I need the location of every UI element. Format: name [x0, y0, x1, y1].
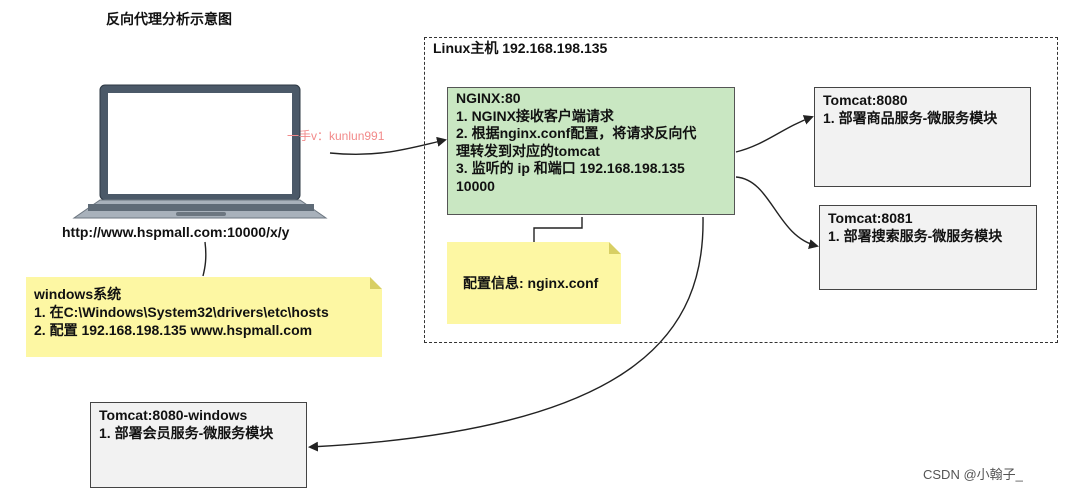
csdn-watermark: CSDN @小翰子_ [923, 467, 1023, 482]
watermark-text: 一手v：kunlun991 [287, 129, 385, 143]
tomcat-8081-box: Tomcat:8081 1. 部署搜索服务-微服务模块 [819, 205, 1037, 290]
tomcat-windows-line: 1. 部署会员服务-微服务模块 [99, 425, 274, 441]
tomcat-8080-line: 1. 部署商品服务-微服务模块 [823, 110, 998, 126]
nginx-header: NGINX:80 [456, 90, 521, 106]
linux-host-label: Linux主机 192.168.198.135 [433, 40, 608, 56]
tomcat-8080-header: Tomcat:8080 [823, 92, 908, 108]
nginx-line: 理转发到对应的tomcat [456, 142, 600, 159]
nginx-to-tomcat8081-arrow [735, 176, 819, 249]
nginx-line: 2. 根据nginx.conf配置，将请求反向代 [456, 125, 697, 141]
note-fold [609, 242, 621, 254]
tomcat-windows-box: Tomcat:8080-windows 1. 部署会员服务-微服务模块 [90, 402, 307, 488]
nginx-to-tomcat8080-arrow [735, 115, 814, 153]
windows-note-header: windows系统 [34, 286, 122, 302]
nginx-config-note: 配置信息: nginx.conf [447, 242, 621, 324]
diagram-title: 反向代理分析示意图 [106, 11, 232, 27]
tomcat-8081-header: Tomcat:8081 [828, 210, 913, 226]
nginx-to-tomcat-windows-arrow [308, 216, 704, 452]
tomcat-8081-line: 1. 部署搜索服务-微服务模块 [828, 228, 1003, 244]
laptop-icon [72, 84, 328, 219]
tomcat-windows-header: Tomcat:8080-windows [99, 407, 248, 423]
config-note-text: 配置信息: nginx.conf [463, 275, 599, 291]
client-to-hosts-line [202, 241, 207, 277]
windows-note-line: 2. 配置 192.168.198.135 www.hspmall.com [34, 322, 313, 338]
windows-note-line: 1. 在C:\Windows\System32\drivers\etc\host… [34, 304, 329, 320]
tomcat-8080-box: Tomcat:8080 1. 部署商品服务-微服务模块 [814, 87, 1031, 187]
nginx-line: 10000 [456, 177, 495, 194]
nginx-to-config-line [533, 217, 583, 242]
client-url: http://www.hspmall.com:10000/x/y [62, 224, 290, 240]
note-fold [370, 277, 382, 289]
nginx-server-box: NGINX:80 1. NGINX接收客户端请求 2. 根据nginx.conf… [447, 87, 735, 215]
linux-host-boundary [424, 37, 1058, 343]
windows-hosts-note: windows系统 1. 在C:\Windows\System32\driver… [26, 277, 382, 357]
client-to-nginx-arrow [329, 136, 447, 156]
nginx-line: 1. NGINX接收客户端请求 [456, 107, 614, 124]
nginx-line: 3. 监听的 ip 和端口 192.168.198.135 [456, 160, 685, 176]
